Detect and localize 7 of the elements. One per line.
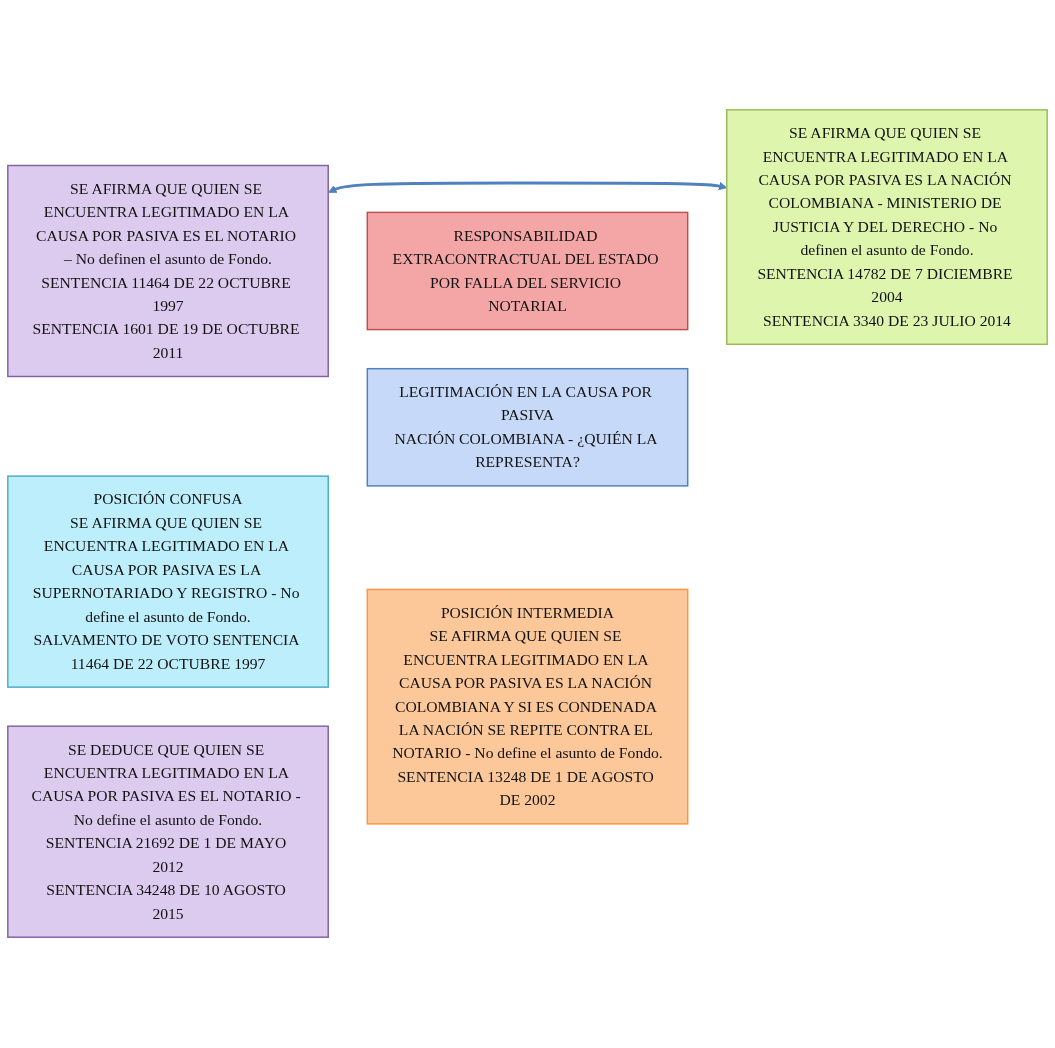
node-box: SE AFIRMA QUE QUIEN SE ENCUENTRA LEGITIMADO EN LA CAUSA POR PASIVA ES LA NACIÓN COLOMBIANA - MINISTERIO DE JUSTICIA Y DEL DERECHO - No definen el asunto de Fondo. SENTENCIA 14782 DE 7 DICIEMBRE 2004 SENTENCIA 3340 DE 23 JULIO 2014 <box>726 109 1048 346</box>
node-box: SE DEDUCE QUE QUIEN SE ENCUENTRA LEGITIMADO EN LA CAUSA POR PASIVA ES EL NOTARIO - No define el asunto de Fondo. SENTENCIA 21692 DE 1 DE MAYO 2012 SENTENCIA 34248 DE 10 AGOSTO 2015 <box>7 725 329 939</box>
node-box: LEGITIMACIÓN EN LA CAUSA POR PASIVA NACIÓN COLOMBIANA - ¿QUIÉN LA REPRESENTA? <box>366 368 689 488</box>
node-box: POSICIÓN CONFUSA SE AFIRMA QUE QUIEN SE ENCUENTRA LEGITIMADO EN LA CAUSA POR PASIVA ES LA SUPERNOTARIADO Y REGISTRO - No define el asunto de Fondo. SALVAMENTO DE VOTO SENTENCIA 11464 DE 22 OCTUBRE 1997 <box>7 475 329 689</box>
node-box: POSICIÓN INTERMEDIA SE AFIRMA QUE QUIEN SE ENCUENTRA LEGITIMADO EN LA CAUSA POR PASIVA ES LA NACIÓN COLOMBIANA Y SI ES CONDENADA LA NACIÓN SE REPITE CONTRA EL NOTARIO - No define el asunto de Fondo. SENTENCIA 13248 DE 1 DE AGOSTO DE 2002 <box>366 589 689 826</box>
node-box: RESPONSABILIDAD EXTRACONTRACTUAL DEL ESTADO POR FALLA DEL SERVICIO NOTARIAL <box>366 212 689 331</box>
node-box: SE AFIRMA QUE QUIEN SE ENCUENTRA LEGITIMADO EN LA CAUSA POR PASIVA ES EL NOTARIO – No definen el asunto de Fondo. SENTENCIA 11464 DE 22 OCTUBRE 1997 SENTENCIA 1601 DE 19 DE OCTUBRE 2011 <box>7 165 329 378</box>
